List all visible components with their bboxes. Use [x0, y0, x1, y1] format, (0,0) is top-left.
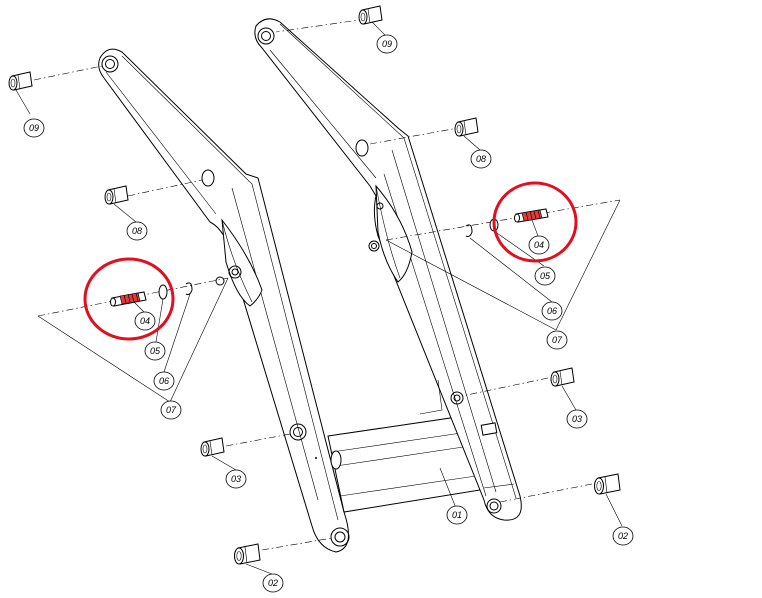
callout-07-left-label: 07 [166, 405, 177, 415]
callout-03-right-label: 03 [572, 414, 582, 424]
bushing-03-right [550, 367, 575, 387]
callout-08-right-label: 08 [476, 154, 486, 164]
left-loader-arm [98, 48, 350, 553]
bushing-02-right [594, 473, 621, 495]
bushing-03-left [200, 437, 225, 457]
callout-01-label: 01 [452, 510, 462, 520]
callout-05-right: 05 [534, 266, 556, 286]
callout-04-right-label: 04 [534, 240, 544, 250]
callout-07-right: 07 [546, 330, 568, 350]
callout-09-left-label: 09 [29, 123, 39, 133]
callout-02-right: 02 [612, 526, 634, 546]
washer-05-left [158, 284, 168, 300]
bushing-09-right [358, 5, 383, 25]
callout-06-right: 06 [541, 301, 563, 321]
callout-09-left: 09 [23, 118, 45, 138]
spring-pin-04-left [110, 291, 147, 307]
highlight-circle-left [83, 257, 175, 341]
callout-03-left: 03 [225, 469, 247, 489]
callout-06-right-label: 06 [547, 306, 557, 316]
callout-08-left: 08 [126, 221, 148, 241]
callout-01: 01 [446, 505, 468, 525]
callout-02-left-label: 02 [268, 578, 278, 588]
callout-06-left-label: 06 [159, 376, 169, 386]
callout-04-left-label: 04 [140, 316, 150, 326]
clip-06-left [185, 282, 193, 295]
callout-05-right-label: 05 [540, 271, 551, 281]
center-lines [33, 16, 621, 551]
right-loader-arm [254, 18, 522, 521]
callout-05-left: 05 [144, 341, 166, 361]
callout-09-right: 09 [376, 34, 398, 54]
callout-07-right-label: 07 [552, 335, 563, 345]
callout-03-left-label: 03 [231, 474, 241, 484]
callout-02-right-label: 02 [618, 531, 628, 541]
callout-03-right: 03 [566, 409, 588, 429]
callout-06-left: 06 [153, 371, 175, 391]
highlight-circle-right [492, 181, 578, 263]
callout-05-left-label: 05 [150, 346, 161, 356]
spring-pin-04-right [514, 208, 549, 223]
callout-09-right-label: 09 [382, 39, 392, 49]
callout-08-right: 08 [470, 149, 492, 169]
bushing-08-left [104, 185, 129, 205]
callout-04-left: 04 [134, 311, 156, 331]
callout-02-left: 02 [262, 573, 284, 593]
callout-04-right: 04 [528, 235, 550, 255]
bushing-02-left [234, 543, 261, 565]
callout-08-left-label: 08 [132, 226, 142, 236]
bushing-08-right [454, 117, 479, 137]
callout-07-left: 07 [160, 400, 182, 420]
clip-06-right [465, 224, 473, 237]
bushing-09-left [8, 71, 33, 91]
